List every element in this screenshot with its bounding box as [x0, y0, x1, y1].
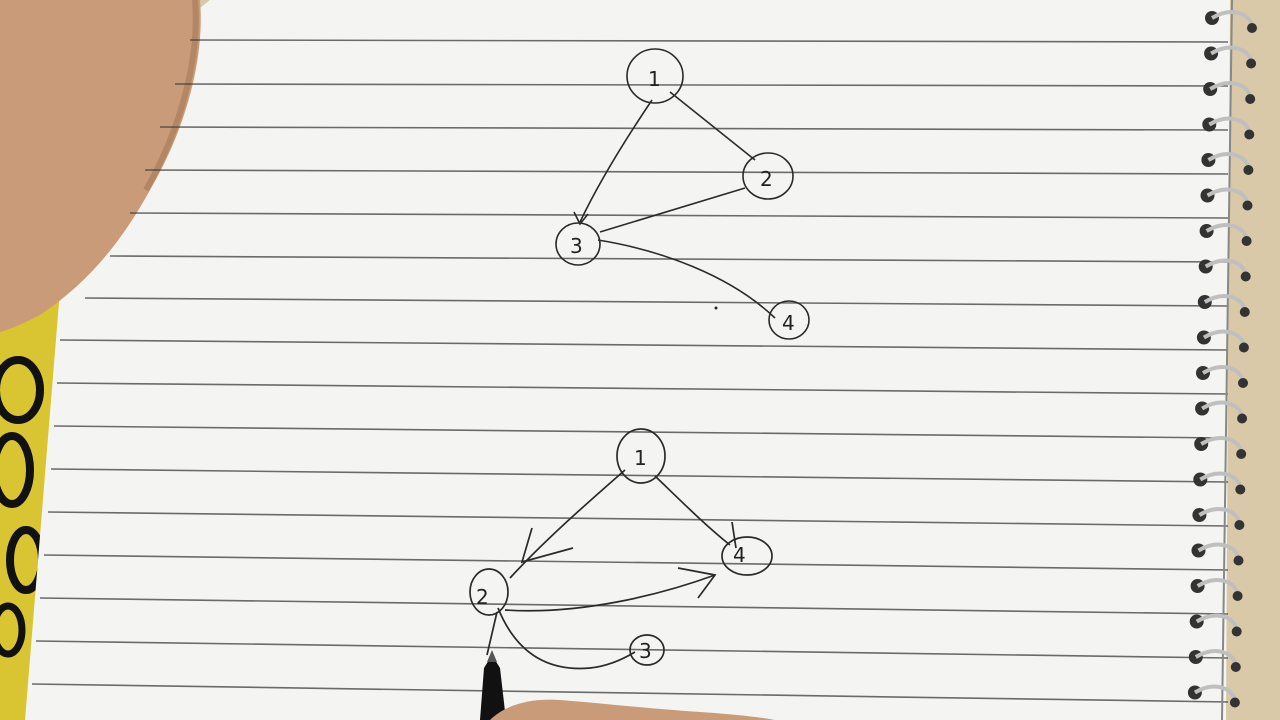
spiral-hole — [1235, 484, 1246, 495]
top-node-2-label: 2 — [760, 167, 773, 191]
spiral-hole — [1237, 413, 1248, 424]
spiral-hole — [1241, 236, 1252, 246]
top-graph — [555, 48, 810, 340]
bottom-node-1-circle — [616, 428, 666, 484]
top-node-1-circle — [626, 48, 684, 104]
spiral-hole — [1242, 200, 1253, 211]
bottom-edge-1-2-arrow-icon — [520, 527, 574, 564]
spiral-hole — [1240, 271, 1251, 282]
top-edge-1-2 — [669, 91, 756, 161]
bottom-node-3-circle — [629, 634, 665, 666]
top-node-4-circle — [768, 300, 810, 340]
bottom-edge-1-4-arrow-icon — [731, 521, 737, 549]
spiral-hole — [1231, 626, 1242, 637]
bottom-edge-2-4-arrow-icon — [677, 567, 717, 599]
top-edge-3-4 — [597, 239, 776, 319]
spiral-hole — [1245, 94, 1256, 104]
spiral-hole — [1229, 697, 1240, 708]
hand — [0, 0, 201, 332]
top-edge-1-3-arrow-icon — [573, 211, 589, 226]
top-node-1-label: 1 — [648, 67, 661, 91]
top-node-4-label: 4 — [782, 311, 795, 335]
top-edge-1-3 — [579, 99, 653, 223]
bottom-node-4-label: 4 — [733, 543, 746, 567]
bottom-node-2-circle — [469, 568, 509, 616]
notebook-paper — [25, 0, 1230, 720]
bottom-edge-1-4 — [654, 475, 731, 546]
bottom-edge-2-4 — [504, 574, 716, 612]
spiral-hole — [1236, 449, 1247, 459]
spiral-hole — [1238, 378, 1248, 388]
spiral-hole — [1233, 555, 1244, 566]
spiral-binding — [1187, 10, 1257, 708]
top-node-2-circle — [742, 152, 794, 200]
bottom-edge-1-2 — [509, 469, 626, 579]
bottom-graph — [469, 428, 773, 670]
pen — [480, 650, 506, 720]
spiral-hole — [1246, 58, 1257, 69]
bottom-node-2-label: 2 — [476, 585, 489, 609]
bottom-edge-2-pen-stroke — [486, 611, 498, 656]
spiral-hole — [1230, 662, 1241, 672]
spiral-hole — [1232, 591, 1243, 601]
top-node-3-circle — [555, 222, 601, 266]
spiral-hole — [1244, 129, 1255, 140]
spiral-hole — [1243, 165, 1254, 175]
ruled-lines — [31, 39, 1229, 703]
pen-dot — [714, 306, 718, 310]
writing-hand — [490, 699, 775, 720]
top-node-3-label: 3 — [570, 234, 583, 258]
spiral-hole — [1247, 23, 1257, 33]
bottom-node-4-circle — [721, 536, 773, 576]
spiral-hole — [1239, 307, 1250, 317]
spiral-hole — [1238, 342, 1249, 353]
bottom-node-3-label: 3 — [639, 639, 652, 663]
spiral-hole — [1234, 520, 1245, 530]
bottom-edge-2-3 — [497, 607, 636, 670]
top-edge-2-3 — [599, 187, 746, 233]
bottom-node-1-label: 1 — [634, 446, 647, 470]
